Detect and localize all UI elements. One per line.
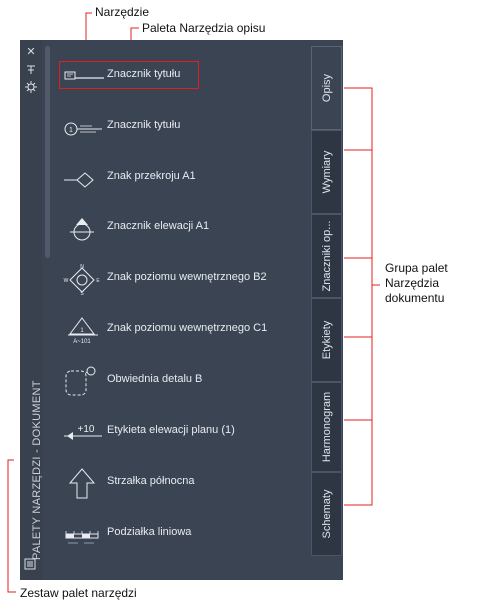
- tab-schematy[interactable]: Schematy: [311, 472, 342, 556]
- tab-label: Etykiety: [320, 320, 333, 360]
- detail-boundary-icon: [65, 366, 96, 396]
- tool-item[interactable]: Strzałka północna: [60, 463, 300, 503]
- east-letter: E: [96, 278, 100, 284]
- palette-set-icon[interactable]: [24, 557, 36, 570]
- properties-icon[interactable]: [25, 81, 37, 93]
- tab-label: Opisy: [320, 73, 333, 103]
- triangle-number: 1: [80, 328, 84, 334]
- autohide-icon[interactable]: [25, 63, 37, 75]
- tab-opisy[interactable]: Opisy: [311, 46, 342, 130]
- tool-label: Etykieta elewacji planu (1): [107, 424, 235, 436]
- tab-label: Schematy: [320, 489, 333, 539]
- section-mark-icon: [64, 172, 94, 188]
- tool-item[interactable]: N S W E Znak poziomu wewnętrznego B2: [60, 259, 300, 299]
- group-callout-line2: Narzędzia: [385, 276, 440, 290]
- interior-level-b2-icon: N S W E: [64, 264, 101, 295]
- tab-etykiety[interactable]: Etykiety: [311, 298, 342, 382]
- tool-item[interactable]: Znacznik tytułu: [60, 56, 300, 96]
- tool-item[interactable]: 1 Znacznik tytułu: [60, 107, 300, 147]
- group-callout-line3: dokumentu: [385, 291, 445, 305]
- tab-harmonogram[interactable]: Harmonogram: [311, 382, 342, 472]
- tool-label: Znak poziomu wewnętrznego C1: [107, 322, 268, 334]
- circle-number: 1: [69, 127, 73, 134]
- tool-callout: Narzędzie: [95, 5, 150, 19]
- palette-title-bar: [20, 40, 42, 580]
- tool-highlight-frame: [59, 61, 199, 89]
- linear-scale-icon: [65, 531, 99, 544]
- title-mark-circle-icon: 1: [64, 122, 102, 136]
- tool-label: Obwiednia detalu B: [107, 373, 203, 385]
- tool-item[interactable]: 1 A~101 Znak poziomu wewnętrznego C1: [60, 310, 300, 350]
- tool-item[interactable]: Znak przekroju A1: [60, 158, 300, 198]
- palette-group-callout: Grupa palet Narzędzia dokumentu: [385, 261, 448, 306]
- interior-level-c1-icon: 1 A~101: [68, 317, 98, 345]
- tool-item[interactable]: Obwiednia detalu B: [60, 361, 300, 401]
- tool-label: Znacznik tytułu: [107, 68, 181, 80]
- close-icon[interactable]: ✕: [26, 46, 36, 58]
- palette-callout: Paleta Narzędzia opisu: [142, 21, 266, 35]
- elevation-mark-icon: [70, 218, 94, 241]
- tool-item[interactable]: +10 Etykieta elewacji planu (1): [60, 412, 300, 452]
- tool-label: Znacznik elewacji A1: [107, 220, 210, 232]
- tab-label: Wymiary: [320, 150, 333, 194]
- tool-label: Strzałka północna: [107, 475, 195, 487]
- tool-label: Podziałka liniowa: [107, 526, 192, 538]
- south-letter: S: [80, 291, 84, 295]
- tab-label: Znaczniki op...: [320, 220, 333, 292]
- tab-znaczniki[interactable]: Znaczniki op...: [311, 214, 342, 298]
- tool-label: Znak poziomu wewnętrznego B2: [107, 271, 267, 283]
- group-callout-line1: Grupa palet: [385, 261, 448, 275]
- sheet-ref: A~101: [73, 339, 91, 345]
- tool-item[interactable]: Znacznik elewacji A1: [60, 208, 300, 248]
- tool-item[interactable]: Podziałka liniowa: [60, 514, 300, 554]
- tool-label: Znacznik tytułu: [107, 119, 181, 131]
- scrollbar[interactable]: [45, 46, 50, 258]
- west-letter: W: [64, 278, 69, 284]
- elevation-value: +10: [78, 424, 95, 435]
- palette-set-callout: Zestaw palet narzędzi: [20, 586, 137, 600]
- tab-label: Harmonogram: [320, 391, 333, 463]
- tab-wymiary[interactable]: Wymiary: [311, 130, 342, 214]
- tool-label: Znak przekroju A1: [107, 170, 196, 182]
- title-mark-icon: [64, 71, 104, 80]
- plan-elevation-label-icon: +10: [64, 424, 102, 440]
- north-letter: N: [80, 264, 84, 270]
- north-arrow-icon: [68, 468, 96, 499]
